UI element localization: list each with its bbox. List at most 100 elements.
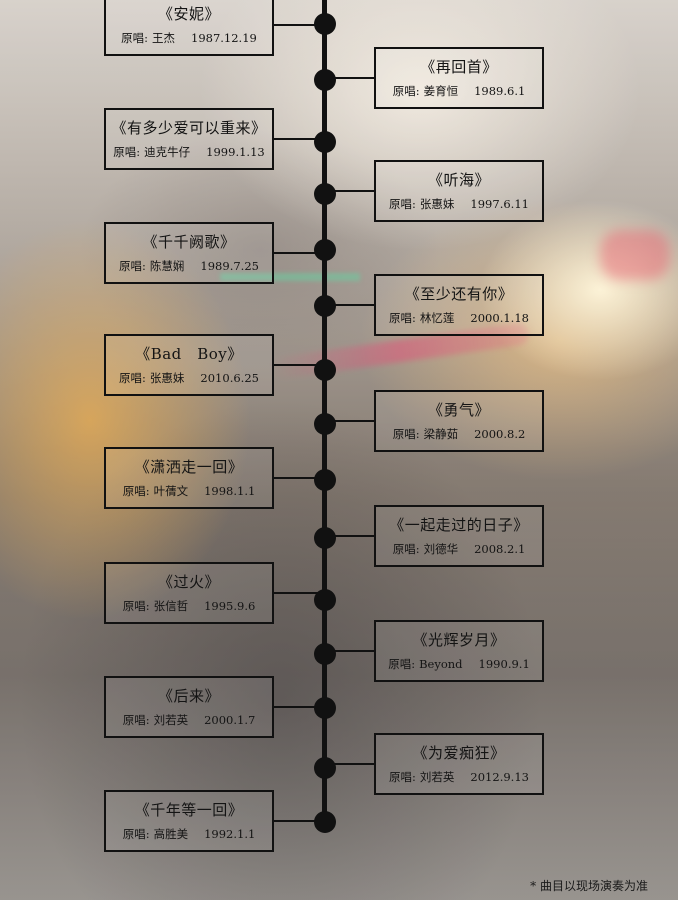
- original-singer-label: 原唱:: [389, 197, 416, 211]
- original-singer-label: 原唱:: [392, 84, 420, 98]
- singer-name: Beyond: [419, 657, 463, 671]
- singer-name: 刘若英: [153, 713, 189, 727]
- timeline-connector: [326, 304, 374, 306]
- song-meta: 原唱:Beyond 1990.9.1: [388, 656, 530, 672]
- original-singer-label: 原唱:: [122, 599, 150, 613]
- original-singer-label: 原唱:: [389, 770, 416, 784]
- song-title: 《过火》: [157, 573, 220, 591]
- song-meta: 原唱:刘若英 2012.9.13: [389, 769, 529, 785]
- release-date: 1995.9.6: [204, 599, 256, 613]
- song-card: 《光辉岁月》原唱:Beyond 1990.9.1: [374, 620, 544, 682]
- singer-name: 梁静茹: [423, 427, 459, 441]
- singer-name: 姜育恒: [423, 84, 459, 98]
- timeline-node: [314, 527, 336, 549]
- song-title: 《光辉岁月》: [412, 631, 506, 649]
- release-date: 1990.9.1: [478, 657, 530, 671]
- song-title: 《后来》: [157, 687, 220, 705]
- song-title: 《Bad Boy》: [135, 345, 243, 363]
- song-title: 《勇气》: [427, 401, 490, 419]
- timeline-node: [314, 359, 336, 381]
- timeline-node: [314, 131, 336, 153]
- footnote: * 曲目以现场演奏为准: [530, 879, 648, 893]
- timeline-connector: [326, 763, 374, 765]
- timeline-connector: [274, 706, 324, 708]
- release-date: 1987.12.19: [191, 31, 257, 45]
- release-date: 2000.1.7: [204, 713, 256, 727]
- release-date: 2008.2.1: [474, 542, 526, 556]
- song-card: 《Bad Boy》原唱:张惠妹 2010.6.25: [104, 334, 274, 396]
- singer-name: 高胜美: [153, 827, 189, 841]
- original-singer-label: 原唱:: [122, 484, 150, 498]
- song-title: 《潇洒走一回》: [134, 458, 244, 476]
- original-singer-label: 原唱:: [392, 427, 420, 441]
- song-title: 《有多少爱可以重来》: [111, 119, 267, 137]
- release-date: 1997.6.11: [470, 197, 529, 211]
- original-singer-label: 原唱:: [388, 657, 416, 671]
- singer-name: 张惠妹: [419, 197, 455, 211]
- song-card: 《为爱痴狂》原唱:刘若英 2012.9.13: [374, 733, 544, 795]
- timeline-connector: [274, 820, 324, 822]
- timeline-connector: [274, 24, 324, 26]
- original-singer-label: 原唱:: [119, 371, 146, 385]
- timeline-node: [314, 413, 336, 435]
- song-title: 《为爱痴狂》: [412, 744, 506, 762]
- timeline-node: [314, 13, 336, 35]
- release-date: 2010.6.25: [200, 371, 259, 385]
- song-title: 《再回首》: [420, 58, 498, 76]
- background-light-red: [600, 230, 670, 280]
- song-title: 《至少还有你》: [404, 285, 514, 303]
- original-singer-label: 原唱:: [121, 31, 148, 45]
- song-card: 《听海》原唱:张惠妹 1997.6.11: [374, 160, 544, 222]
- original-singer-label: 原唱:: [392, 542, 420, 556]
- timeline-connector: [274, 477, 324, 479]
- background-light-green: [220, 273, 360, 281]
- timeline-connector: [274, 138, 324, 140]
- original-singer-label: 原唱:: [113, 145, 141, 159]
- singer-name: 张信哲: [153, 599, 189, 613]
- timeline-node: [314, 643, 336, 665]
- song-card: 《千千阙歌》原唱:陈慧娴 1989.7.25: [104, 222, 274, 284]
- song-meta: 原唱:陈慧娴 1989.7.25: [119, 258, 259, 274]
- singer-name: 张惠妹: [149, 371, 185, 385]
- singer-name: 叶蒨文: [153, 484, 189, 498]
- release-date: 1998.1.1: [204, 484, 256, 498]
- original-singer-label: 原唱:: [389, 311, 416, 325]
- song-meta: 原唱:张惠妹 1997.6.11: [389, 196, 529, 212]
- song-title: 《听海》: [427, 171, 490, 189]
- song-title: 《一起走过的日子》: [389, 516, 529, 534]
- original-singer-label: 原唱:: [119, 259, 146, 273]
- timeline-connector: [274, 592, 324, 594]
- timeline-node: [314, 589, 336, 611]
- song-meta: 原唱:叶蒨文 1998.1.1: [123, 483, 256, 499]
- song-card: 《潇洒走一回》原唱:叶蒨文 1998.1.1: [104, 447, 274, 509]
- timeline-connector: [326, 190, 374, 192]
- release-date: 2000.1.18: [470, 311, 529, 325]
- singer-name: 陈慧娴: [149, 259, 185, 273]
- release-date: 1989.7.25: [200, 259, 259, 273]
- timeline-connector: [326, 535, 374, 537]
- song-title: 《千千阙歌》: [142, 233, 236, 251]
- song-title: 《千年等一回》: [134, 801, 244, 819]
- timeline-node: [314, 183, 336, 205]
- song-title: 《安妮》: [157, 5, 220, 23]
- timeline-connector: [274, 364, 324, 366]
- singer-name: 刘若英: [419, 770, 455, 784]
- timeline-connector: [326, 650, 374, 652]
- timeline-connector: [326, 420, 374, 422]
- release-date: 2012.9.13: [470, 770, 529, 784]
- singer-name: 迪克牛仔: [144, 145, 191, 159]
- song-card: 《过火》原唱:张信哲 1995.9.6: [104, 562, 274, 624]
